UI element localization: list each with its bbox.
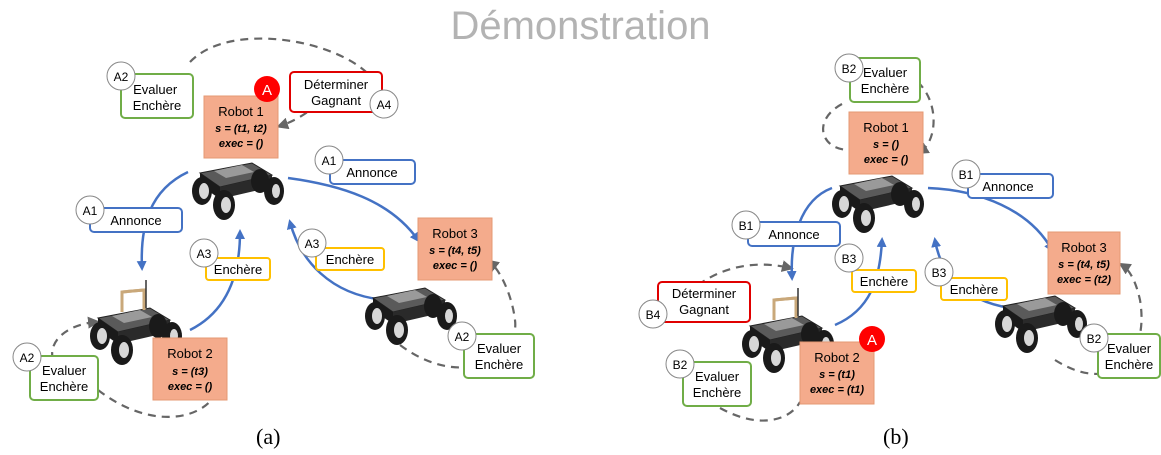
robot-1-box-b: Robot 1 s = () exec = () — [848, 111, 924, 175]
page-title: Démonstration — [450, 4, 711, 48]
svg-text:B1: B1 — [959, 168, 974, 182]
svg-text:Robot 1: Robot 1 — [863, 120, 909, 135]
svg-text:A1: A1 — [322, 154, 337, 168]
label-bid-right-b: Enchère B3 — [924, 257, 1008, 301]
caption-b: (b) — [883, 424, 909, 449]
robot-1-exec-a: exec = () — [219, 138, 264, 150]
robot-1-box-a: Robot 1 s = (t1, t2) exec = () — [203, 95, 279, 159]
robot-1-s-a: s = (t1, t2) — [215, 123, 267, 135]
arrow-bid-r2-r1-a — [189, 229, 245, 332]
svg-text:Evaluer Enchère: Evaluer Enchère — [133, 82, 181, 113]
svg-text:B2: B2 — [842, 62, 857, 76]
robot-1-model-a — [191, 162, 285, 221]
svg-text:Enchère: Enchère — [860, 274, 908, 289]
robot-3-box-b: Robot 3 s = (t4, t5) exec = (t2) — [1047, 231, 1121, 295]
label-announce-left-b: Annonce B1 — [731, 210, 841, 247]
svg-text:B1: B1 — [739, 219, 754, 233]
label-announce-left-a: Annonce A1 — [75, 195, 183, 233]
robot-2-s-a: s = (t3) — [172, 366, 208, 378]
svg-text:s = (): s = () — [873, 139, 899, 151]
svg-text:A4: A4 — [377, 98, 392, 112]
caption-a: (a) — [256, 424, 281, 449]
svg-text:Annonce: Annonce — [346, 165, 397, 180]
dashed-loop-robot1-b — [822, 103, 851, 152]
label-announce-right-b: Annonce B1 — [951, 159, 1054, 199]
dashed-loop-robot3-a — [399, 259, 517, 369]
dashed-loop-robot3-b — [1054, 262, 1143, 376]
arrow-bid-r3-r1-a — [286, 219, 386, 302]
dashed-arrow-winner-b — [697, 260, 794, 286]
robot-3-name-a: Robot 3 — [432, 226, 478, 241]
dashed-loop-robot1-b-right — [905, 73, 935, 155]
robot-3-exec-a: exec = () — [433, 260, 478, 272]
robot-1-model-b — [831, 175, 925, 234]
svg-text:B4: B4 — [646, 308, 661, 322]
dashed-loop-robot2-a — [51, 316, 100, 373]
robot-3-s-a: s = (t4, t5) — [429, 245, 481, 257]
robot-3-box-a: Robot 3 s = (t4, t5) exec = () — [417, 217, 493, 281]
svg-text:Annonce: Annonce — [982, 179, 1033, 194]
dashed-loop-robot2-a-bottom — [97, 389, 216, 418]
robot-3-model-a — [364, 287, 458, 346]
label-bid-left-b: Enchère B3 — [834, 243, 917, 293]
winner-badge-a: A — [254, 76, 280, 102]
label-bid-right-a: Enchère A3 — [297, 228, 385, 271]
svg-text:s = (t4, t5): s = (t4, t5) — [1058, 259, 1110, 271]
svg-text:Enchère: Enchère — [950, 282, 998, 297]
svg-text:A3: A3 — [197, 247, 212, 261]
svg-text:Annonce: Annonce — [110, 213, 161, 228]
svg-text:A1: A1 — [83, 204, 98, 218]
svg-text:s = (t1): s = (t1) — [819, 369, 855, 381]
svg-text:A: A — [867, 332, 877, 349]
svg-text:exec = (t1): exec = (t1) — [810, 384, 864, 396]
label-evaluate-r1-a: Evaluer Enchère A2 — [106, 61, 194, 119]
svg-text:A: A — [262, 82, 272, 99]
robot-1-name-a: Robot 1 — [218, 104, 264, 119]
arrow-announce-r1-r3-a — [287, 176, 420, 243]
robot-2-box-b: Robot 2 s = (t1) exec = (t1) — [799, 341, 875, 405]
robot-3-model-b — [994, 295, 1088, 354]
svg-text:Enchère: Enchère — [326, 252, 374, 267]
svg-text:B3: B3 — [842, 252, 857, 266]
arrow-announce-r1-r3-b — [927, 186, 1054, 253]
label-announce-right-a: Annonce A1 — [314, 145, 416, 185]
svg-text:Robot 3: Robot 3 — [1061, 240, 1107, 255]
svg-text:A2: A2 — [20, 351, 35, 365]
svg-text:A2: A2 — [455, 330, 470, 344]
robot-2-name-a: Robot 2 — [167, 346, 213, 361]
dashed-loop-robot1-a — [189, 37, 373, 79]
svg-text:B3: B3 — [932, 266, 947, 280]
svg-text:Robot 2: Robot 2 — [814, 350, 860, 365]
robot-2-exec-a: exec = () — [168, 381, 213, 393]
panel-a: Robot 1 s = (t1, t2) exec = () Robot 2 s… — [12, 37, 535, 418]
svg-text:Annonce: Annonce — [768, 227, 819, 242]
svg-text:A3: A3 — [305, 237, 320, 251]
robot-2-box-a: Robot 2 s = (t3) exec = () — [152, 337, 228, 401]
svg-text:exec = (t2): exec = (t2) — [1057, 274, 1111, 286]
panel-b: Robot 1 s = () exec = () Robot 2 s = (t1… — [638, 53, 1161, 422]
svg-text:A2: A2 — [114, 70, 129, 84]
svg-text:B2: B2 — [673, 358, 688, 372]
svg-text:exec = (): exec = () — [864, 154, 909, 166]
label-bid-left-a: Enchère A3 — [189, 238, 271, 281]
svg-text:B2: B2 — [1087, 332, 1102, 346]
svg-text:Enchère: Enchère — [214, 262, 262, 277]
winner-badge-b: A — [859, 326, 885, 352]
